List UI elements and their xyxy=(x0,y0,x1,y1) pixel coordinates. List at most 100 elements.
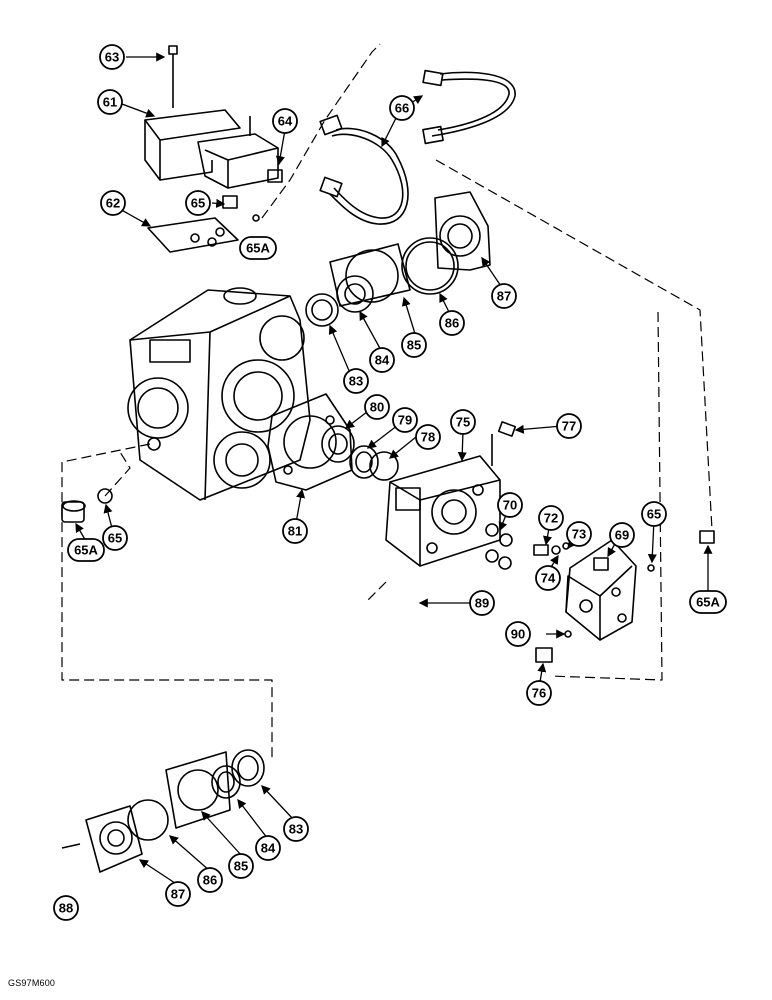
callout-72: 72 xyxy=(538,505,564,531)
callout-badge-shape xyxy=(439,310,465,336)
callout-89: 89 xyxy=(469,590,495,616)
callout-number: 62 xyxy=(106,196,120,211)
pump-75-drawing xyxy=(385,421,517,567)
callout-66: 66 xyxy=(389,95,415,121)
callout-73: 73 xyxy=(566,521,592,547)
callout-badge-shape xyxy=(689,590,727,614)
callout-badge-shape xyxy=(102,525,128,551)
callout-62: 62 xyxy=(100,190,126,216)
callout-61: 61 xyxy=(97,89,123,115)
callout-81: 81 xyxy=(282,518,308,544)
callout-badge-shape xyxy=(497,492,523,518)
callout-65A: 65A xyxy=(67,538,105,562)
callout-badge-shape xyxy=(165,881,191,907)
callout-badge-shape xyxy=(228,853,254,879)
callout-number: 70 xyxy=(503,498,517,513)
callout-number: 66 xyxy=(395,101,409,116)
callout-number: 65A xyxy=(246,241,270,256)
callout-65: 65 xyxy=(102,525,128,551)
callout-69: 69 xyxy=(609,522,635,548)
callout-badge-shape xyxy=(556,413,582,439)
callout-number: 81 xyxy=(288,524,302,539)
callout-87: 87 xyxy=(165,881,191,907)
gasket-81-drawing xyxy=(267,393,353,491)
callout-badge-shape xyxy=(392,407,418,433)
callout-badge-shape xyxy=(535,565,561,591)
callout-badge-shape xyxy=(526,680,552,706)
callout-badge-shape xyxy=(505,621,531,647)
callout-83: 83 xyxy=(283,816,309,842)
callout-83: 83 xyxy=(343,368,369,394)
callout-number: 86 xyxy=(203,873,217,888)
leader-lines xyxy=(75,52,713,886)
lower-bearing-stack-drawing xyxy=(61,749,265,873)
callout-badge-shape xyxy=(100,190,126,216)
callout-84: 84 xyxy=(369,347,395,373)
callout-65: 65 xyxy=(185,190,211,216)
callout-number: 85 xyxy=(234,859,248,874)
callout-badge-shape xyxy=(609,522,635,548)
callout-badge-shape xyxy=(282,518,308,544)
callout-84: 84 xyxy=(255,835,281,861)
callout-80: 80 xyxy=(364,394,390,420)
callout-number: 75 xyxy=(456,415,470,430)
callout-number: 88 xyxy=(59,901,73,916)
callout-badge-shape xyxy=(272,108,298,134)
callout-badge-shape xyxy=(67,538,105,562)
bearing-80-79-78-drawing xyxy=(321,425,399,481)
callout-79: 79 xyxy=(392,407,418,433)
callout-number: 86 xyxy=(445,316,459,331)
callout-number: 69 xyxy=(615,528,629,543)
callout-number: 87 xyxy=(171,887,185,902)
callout-65A: 65A xyxy=(689,590,727,614)
callout-number: 72 xyxy=(544,511,558,526)
callout-number: 61 xyxy=(103,95,117,110)
callout-number: 74 xyxy=(541,571,556,586)
dashed-reference-lines xyxy=(61,43,713,760)
callout-badge-shape xyxy=(389,95,415,121)
callout-number: 65A xyxy=(74,543,98,558)
callout-badge-shape xyxy=(197,867,223,893)
callout-badge-shape xyxy=(450,409,476,435)
callout-badge-shape xyxy=(491,283,517,309)
callout-number: 78 xyxy=(421,430,435,445)
callout-63: 63 xyxy=(99,44,125,70)
callout-90: 90 xyxy=(505,621,531,647)
valve-block-69-drawing xyxy=(535,530,715,663)
figure-code: GS97M600 xyxy=(8,978,56,988)
transmission-housing-drawing xyxy=(127,287,311,501)
callout-number: 83 xyxy=(349,374,363,389)
callout-number: 65 xyxy=(191,196,205,211)
callout-number: 65 xyxy=(108,531,122,546)
callout-number: 83 xyxy=(289,822,303,837)
callout-badge-shape xyxy=(53,895,79,921)
callout-badge-shape xyxy=(364,394,390,420)
callout-number: 84 xyxy=(261,841,276,856)
callout-70: 70 xyxy=(497,492,523,518)
callout-number: 65A xyxy=(696,595,720,610)
callout-badge-shape xyxy=(185,190,211,216)
callout-badge-shape xyxy=(566,521,592,547)
callout-number: 79 xyxy=(398,413,412,428)
callout-number: 89 xyxy=(475,596,489,611)
callout-77: 77 xyxy=(556,413,582,439)
callout-number: 85 xyxy=(407,338,421,353)
callout-88: 88 xyxy=(53,895,79,921)
callout-number: 87 xyxy=(497,289,511,304)
callout-number: 80 xyxy=(370,400,384,415)
callout-number: 76 xyxy=(532,686,546,701)
callout-badge-shape xyxy=(99,44,125,70)
callout-number: 63 xyxy=(105,50,119,65)
callout-badge-shape xyxy=(641,501,667,527)
callout-badge-shape xyxy=(415,424,441,450)
callout-65: 65 xyxy=(641,501,667,527)
callout-74: 74 xyxy=(535,565,561,591)
callout-badge-shape xyxy=(401,332,427,358)
callout-badge-shape xyxy=(469,590,495,616)
callout-badge-shape xyxy=(283,816,309,842)
callout-78: 78 xyxy=(415,424,441,450)
small-fittings-drawing xyxy=(485,523,570,570)
plug-89-seal-90-drawing xyxy=(61,488,113,523)
